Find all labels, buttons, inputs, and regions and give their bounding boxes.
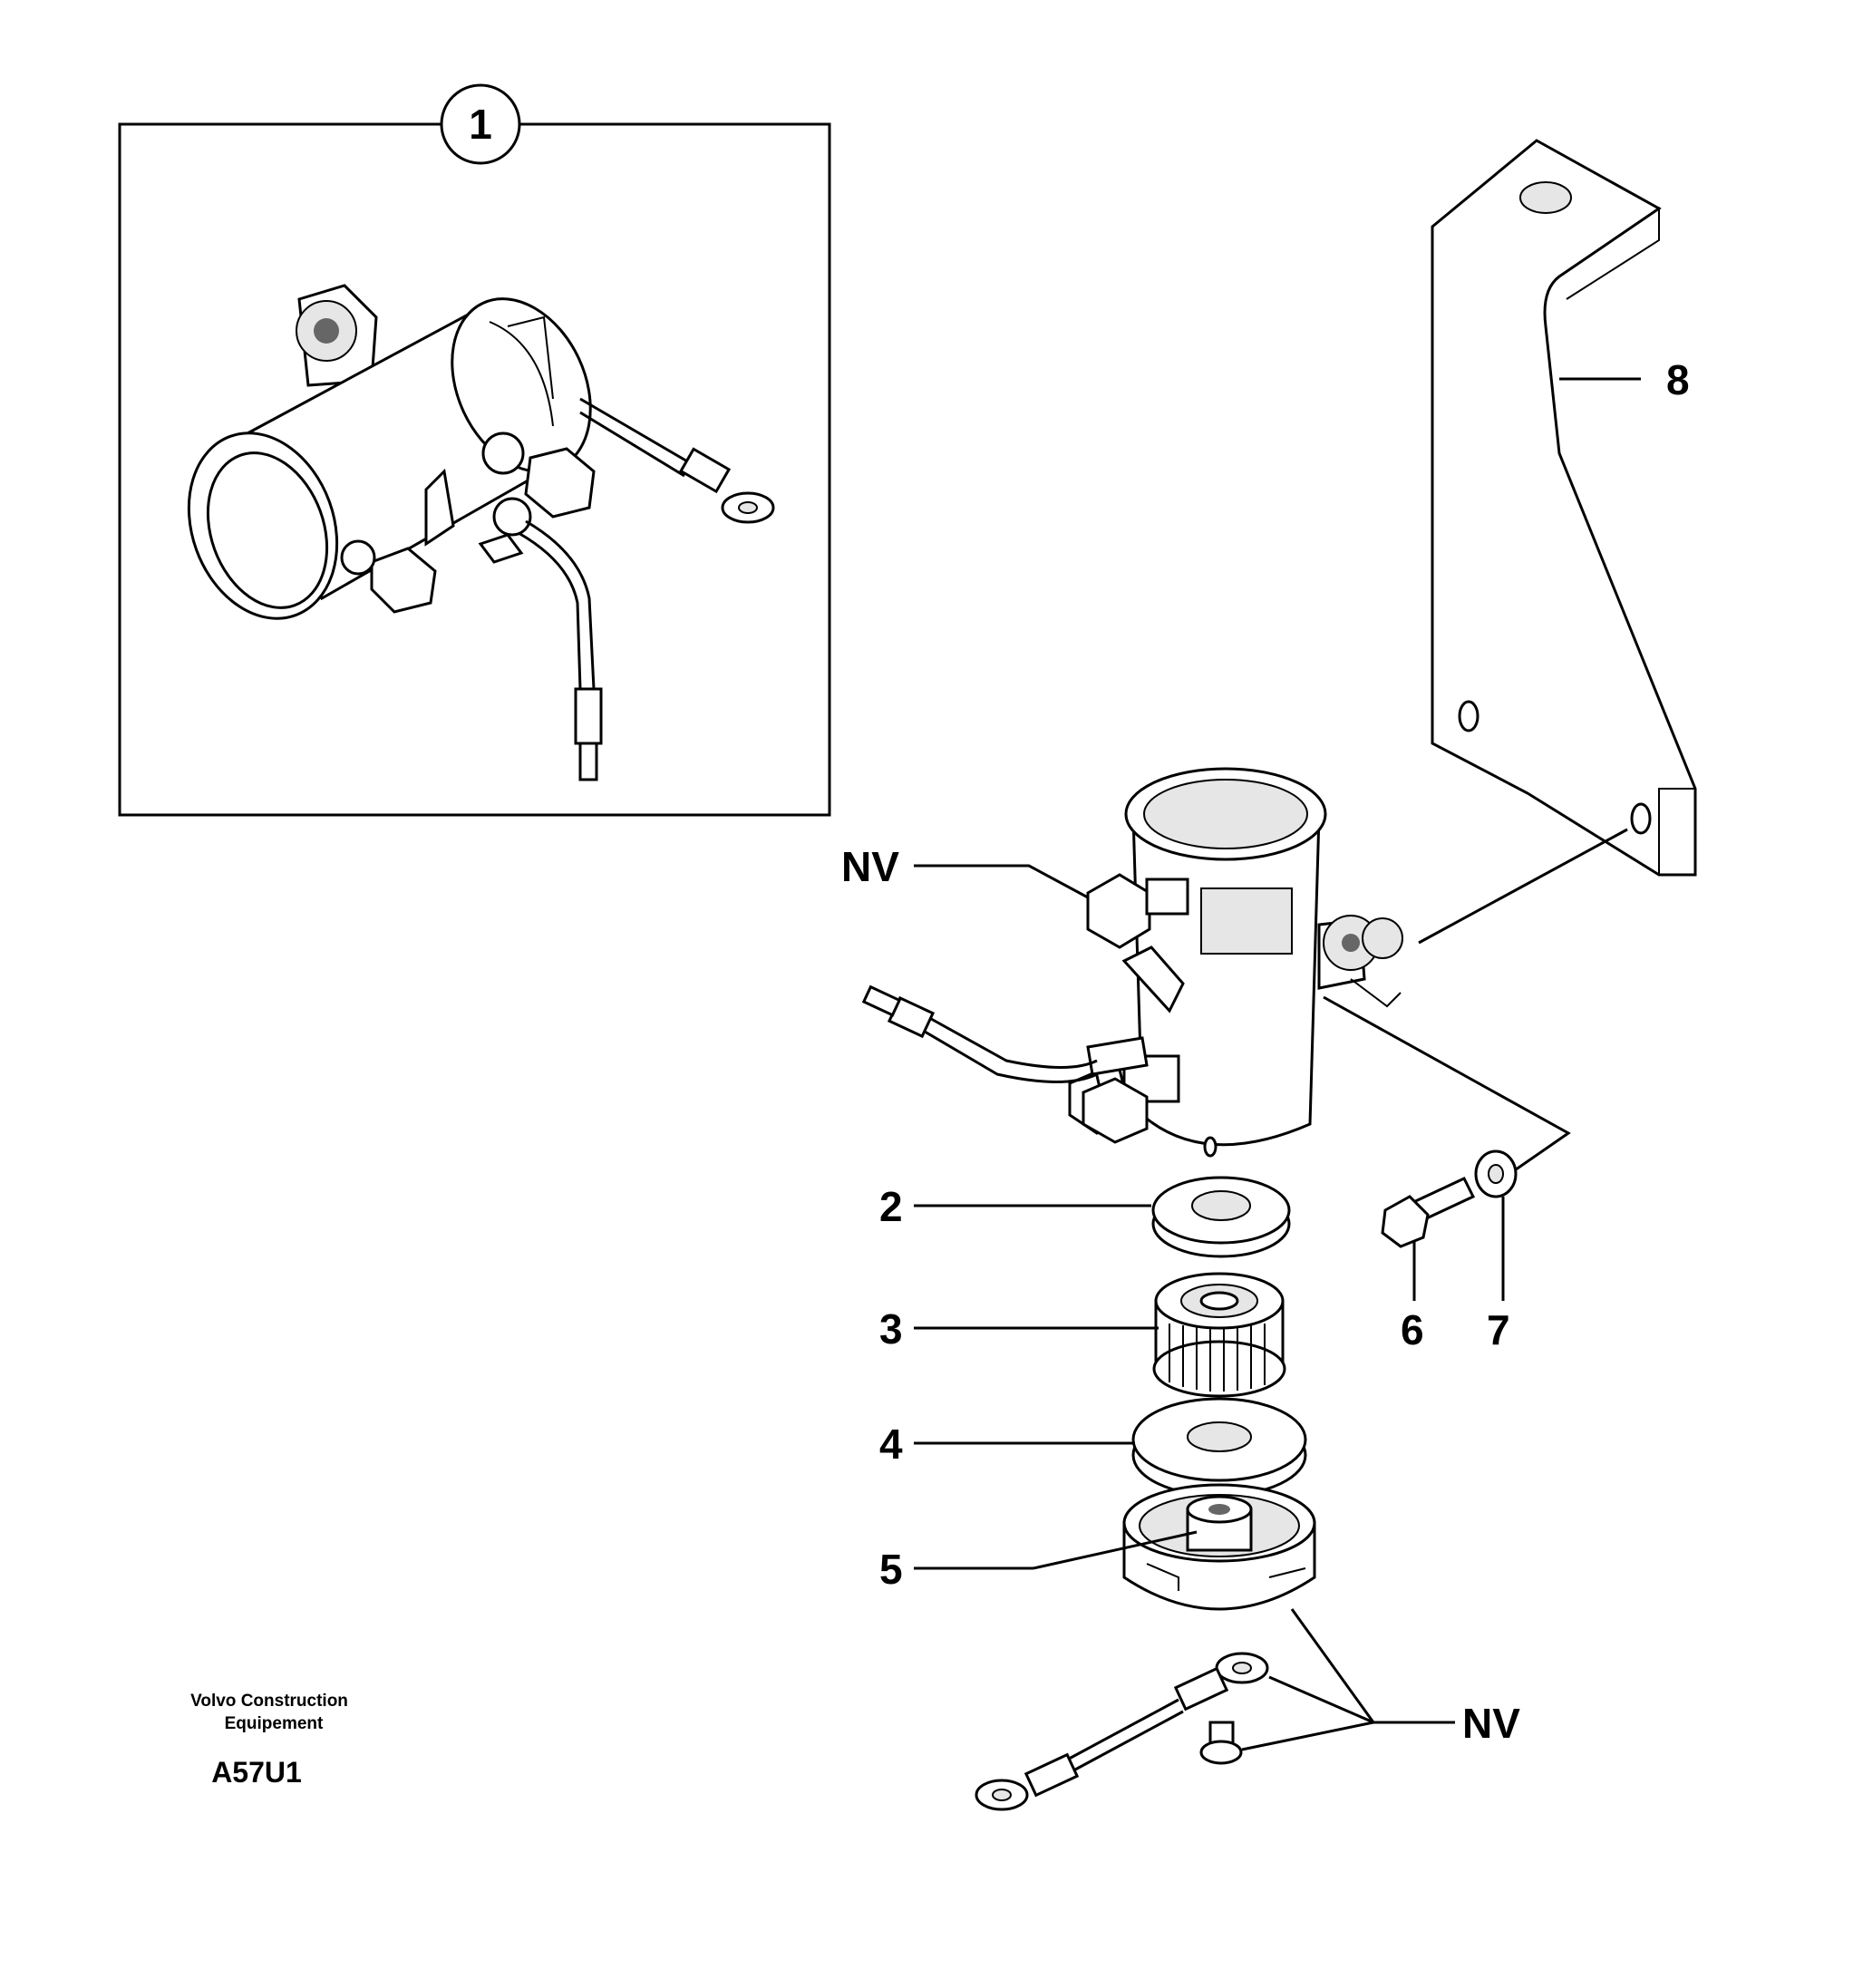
ground-cable-and-screw: NV (975, 1608, 1520, 1811)
callout-1-circle (440, 83, 521, 165)
callout-2: 2 (879, 1183, 903, 1230)
brand-line-2: Equipement (225, 1714, 324, 1733)
gasket: 4 (879, 1397, 1307, 1498)
callout-6: 6 (1401, 1306, 1424, 1353)
bolt-and-washer: 6 7 (1381, 1149, 1518, 1353)
callout-1: 1 (469, 101, 492, 148)
callout-5: 5 (879, 1546, 903, 1593)
callout-4: 4 (879, 1421, 903, 1468)
filter-cover: 5 (879, 1483, 1316, 1611)
seal-ring: 2 (879, 1176, 1291, 1258)
callout-7: 7 (1487, 1306, 1510, 1353)
mounting-bracket: 8 (1431, 139, 1697, 877)
figure-footer: Volvo Construction Equipement A57U1 (190, 1692, 348, 1789)
inset-assembly-view: 1 (118, 83, 831, 817)
inset-pump (187, 284, 775, 781)
callout-3: 3 (879, 1305, 903, 1353)
filter-element: 3 (879, 1272, 1286, 1398)
figure-id: A57U1 (211, 1756, 302, 1789)
fuel-pump-body: NV (841, 767, 1628, 1176)
callout-nv-bottom: NV (1462, 1700, 1520, 1747)
callout-nv-top: NV (841, 843, 899, 890)
callout-8: 8 (1666, 356, 1690, 403)
brand-line-1: Volvo Construction (190, 1692, 348, 1711)
